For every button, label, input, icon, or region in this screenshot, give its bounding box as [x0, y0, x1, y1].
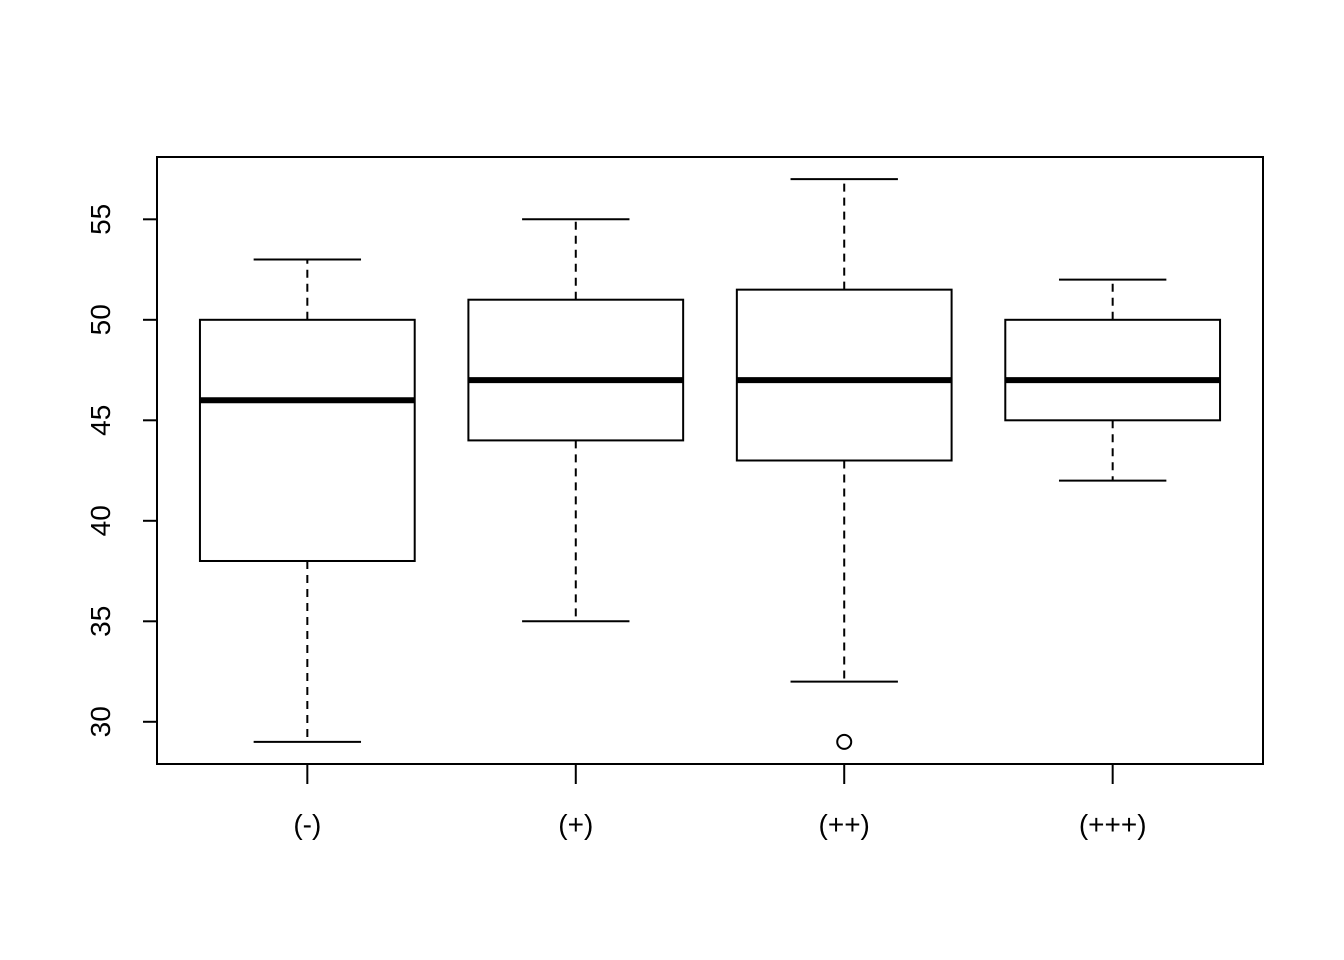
y-tick-label: 35 [85, 606, 116, 637]
y-tick-label: 45 [85, 405, 116, 436]
box-group-2 [467, 218, 685, 623]
iqr-box [1004, 318, 1222, 422]
x-axis: (-) (+) (++) (+++) [293, 763, 1147, 840]
iqr-box [467, 298, 685, 442]
iqr-box [735, 288, 953, 462]
y-axis: 30 35 40 45 50 55 [85, 204, 158, 737]
y-tick-label: 30 [85, 706, 116, 737]
iqr-box [198, 318, 416, 562]
outlier-point [836, 733, 853, 750]
box-group-4 [1004, 278, 1222, 482]
box-group-1 [198, 258, 416, 743]
x-tick-label: (-) [293, 809, 321, 840]
box-group-3 [735, 178, 953, 750]
y-tick-label: 55 [85, 204, 116, 235]
x-tick-label: (+) [558, 809, 593, 840]
x-tick-label: (+++) [1079, 809, 1147, 840]
x-tick-label: (++) [819, 809, 870, 840]
boxes [198, 178, 1222, 750]
plot-frame [156, 156, 1264, 765]
y-tick-label: 40 [85, 505, 116, 536]
y-tick-label: 50 [85, 304, 116, 335]
